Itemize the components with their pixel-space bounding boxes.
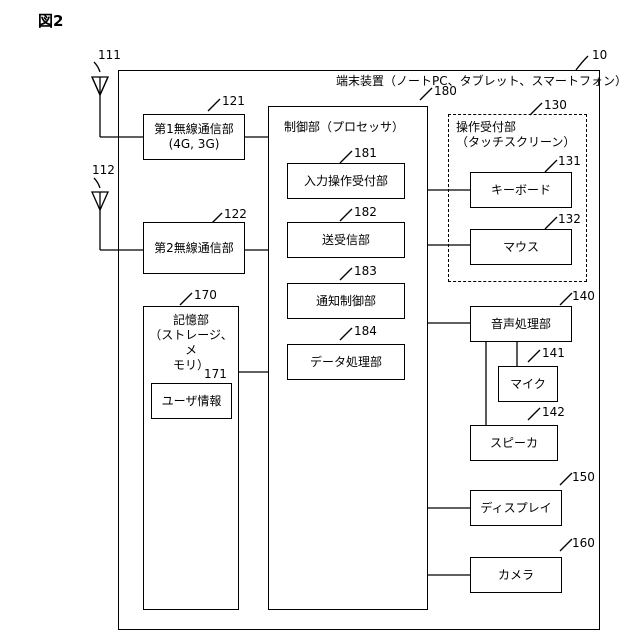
- operation-reception-number: 130: [544, 98, 567, 112]
- antenna-2-number: 112: [92, 163, 115, 177]
- transceiver-number: 182: [354, 205, 377, 219]
- wireless-1-sub: (4G, 3G): [169, 137, 220, 152]
- controller-number: 180: [434, 84, 457, 98]
- data-processing-number: 184: [354, 324, 377, 338]
- keyboard-box: キーボード: [470, 172, 572, 208]
- camera-number: 160: [572, 536, 595, 550]
- mouse-label: マウス: [503, 240, 539, 255]
- wireless-2-label: 第2無線通信部: [154, 241, 234, 256]
- wireless-1-label: 第1無線通信部: [154, 122, 234, 137]
- input-reception-label: 入力操作受付部: [304, 174, 388, 189]
- wireless-2-number: 122: [224, 207, 247, 221]
- device-title: 端末装置（ノートPC、タブレット、スマートフォン）: [336, 74, 627, 89]
- wireless-2-box: 第2無線通信部: [143, 222, 245, 274]
- storage-label: 記憶部: [173, 313, 209, 328]
- wireless-1-number: 121: [222, 94, 245, 108]
- notification-label: 通知制御部: [316, 294, 376, 309]
- storage-sub-1: （ストレージ、メ: [144, 328, 238, 358]
- camera-box: カメラ: [470, 557, 562, 593]
- input-reception-box: 入力操作受付部: [287, 163, 405, 199]
- audio-number: 140: [572, 289, 595, 303]
- transceiver-label: 送受信部: [322, 233, 370, 248]
- mouse-box: マウス: [470, 229, 572, 265]
- mouse-number: 132: [558, 212, 581, 226]
- mic-box: マイク: [498, 366, 558, 402]
- storage-box: 記憶部 （ストレージ、メ モリ）: [143, 306, 239, 610]
- input-reception-number: 181: [354, 146, 377, 160]
- mic-number: 141: [542, 346, 565, 360]
- keyboard-label: キーボード: [491, 183, 551, 198]
- audio-label: 音声処理部: [491, 317, 551, 332]
- user-info-box: ユーザ情報: [151, 383, 232, 419]
- operation-reception-sub: （タッチスクリーン）: [456, 135, 575, 150]
- display-box: ディスプレイ: [470, 490, 562, 526]
- wireless-1-box: 第1無線通信部 (4G, 3G): [143, 114, 245, 160]
- speaker-number: 142: [542, 405, 565, 419]
- speaker-label: スピーカ: [490, 436, 538, 451]
- notification-box: 通知制御部: [287, 283, 405, 319]
- figure-label: 図2: [38, 10, 63, 31]
- mic-label: マイク: [510, 377, 546, 392]
- user-info-number: 171: [204, 367, 227, 381]
- user-info-label: ユーザ情報: [162, 394, 222, 409]
- operation-reception-label: 操作受付部: [456, 120, 516, 135]
- controller-title: 制御部（プロセッサ）: [284, 120, 404, 135]
- audio-box: 音声処理部: [470, 306, 572, 342]
- display-number: 150: [572, 470, 595, 484]
- data-processing-box: データ処理部: [287, 344, 405, 380]
- antenna-1-number: 111: [98, 48, 121, 62]
- display-label: ディスプレイ: [480, 501, 551, 516]
- storage-number: 170: [194, 288, 217, 302]
- data-processing-label: データ処理部: [310, 355, 382, 370]
- notification-number: 183: [354, 264, 377, 278]
- keyboard-number: 131: [558, 154, 581, 168]
- speaker-box: スピーカ: [470, 425, 558, 461]
- device-number: 10: [592, 48, 607, 62]
- camera-label: カメラ: [498, 568, 534, 583]
- transceiver-box: 送受信部: [287, 222, 405, 258]
